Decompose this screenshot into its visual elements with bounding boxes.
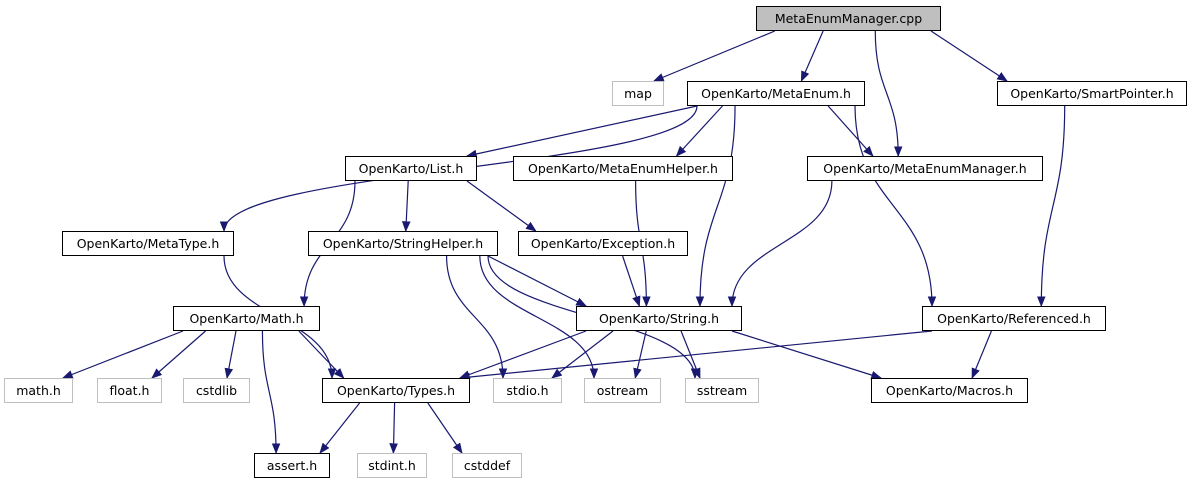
edge-types-to-cstddef (427, 402, 463, 454)
node-label: stdint.h (368, 458, 416, 473)
node-label: cstddef (463, 458, 511, 473)
edge-metaenum-to-string (695, 105, 736, 308)
edge-string-to-ostream (633, 330, 647, 380)
node-smartpointer[interactable]: OpenKarto/SmartPointer.h (997, 81, 1187, 106)
edge-math-to-mathh (61, 330, 184, 379)
node-stdio-h: stdio.h (493, 378, 562, 403)
edge-metaenum-to-metaenummanager (827, 105, 874, 157)
node-label: OpenKarto/Referenced.h (937, 311, 1091, 326)
edge-math-to-floath (151, 330, 206, 379)
edge-string-to-stdioh (551, 330, 614, 379)
node-label: OpenKarto/Macros.h (885, 383, 1014, 398)
node-math[interactable]: OpenKarto/Math.h (173, 306, 320, 331)
edge-metaenum-to-list (465, 105, 698, 159)
node-label: OpenKarto/Exception.h (530, 236, 676, 251)
node-metaenummanager[interactable]: OpenKarto/MetaEnumManager.h (807, 156, 1043, 181)
edge-root-to-smartpointer (930, 30, 1008, 82)
node-label: OpenKarto/String.h (598, 311, 720, 326)
node-label: map (624, 86, 652, 101)
node-label: OpenKarto/MetaEnum.h (701, 86, 851, 101)
node-label: math.h (16, 383, 61, 398)
edge-types-to-stdinth (389, 402, 398, 455)
node-cstdlib: cstdlib (183, 378, 250, 403)
node-cstddef: cstddef (452, 453, 522, 478)
edge-math-to-types (298, 330, 345, 379)
node-label: MetaEnumManager.cpp (774, 11, 923, 26)
node-map: map (612, 81, 664, 106)
edge-metaenum-to-referenced (854, 105, 937, 308)
edge-string-to-macros (731, 330, 883, 380)
node-exception[interactable]: OpenKarto/Exception.h (518, 231, 688, 256)
edge-root-to-metaenummanager (874, 30, 903, 158)
edge-root-to-map (653, 30, 776, 82)
node-root[interactable]: MetaEnumManager.cpp (756, 6, 941, 31)
edge-stringhelper-to-stdioh (445, 255, 508, 380)
node-sstream: sstream (685, 378, 759, 403)
node-label: OpenKarto/Math.h (189, 311, 304, 326)
node-label: OpenKarto/MetaEnumHelper.h (528, 161, 718, 176)
edge-types-to-asserth (319, 402, 361, 454)
edge-smartpointer-to-referenced (1036, 105, 1066, 308)
node-label: OpenKarto/StringHelper.h (322, 236, 484, 251)
node-label: OpenKarto/List.h (358, 161, 464, 176)
node-label: cstdlib (195, 383, 238, 398)
edge-math-to-cstdlib (224, 330, 237, 380)
edge-list-to-stringhelper (401, 180, 411, 233)
node-types[interactable]: OpenKarto/Types.h (322, 378, 470, 403)
node-stringhelper[interactable]: OpenKarto/StringHelper.h (308, 231, 498, 256)
edge-metaenummanager-to-string (727, 180, 833, 308)
node-macros[interactable]: OpenKarto/Macros.h (871, 378, 1028, 403)
edge-exception-to-string (622, 255, 641, 308)
node-label: sstream (696, 383, 748, 398)
node-label: ostream (596, 383, 649, 398)
edge-list-to-exception (466, 180, 537, 232)
node-string[interactable]: OpenKarto/String.h (576, 306, 742, 331)
node-label: stdio.h (506, 383, 549, 398)
edge-string-to-types (458, 330, 587, 379)
edge-root-to-metaenum (800, 30, 824, 82)
node-label: float.h (109, 383, 150, 398)
node-float-h: float.h (97, 378, 162, 403)
edge-math-to-asserth (261, 330, 281, 455)
edge-metaenum-to-metaenumhelper (675, 105, 723, 157)
edge-stringhelper-to-string (487, 255, 587, 307)
node-label: OpenKarto/Types.h (336, 383, 456, 398)
edge-referenced-to-macros (971, 330, 992, 379)
node-ostream: ostream (584, 378, 661, 403)
node-referenced[interactable]: OpenKarto/Referenced.h (922, 306, 1106, 331)
node-metatype[interactable]: OpenKarto/MetaType.h (62, 231, 234, 256)
node-label: OpenKarto/SmartPointer.h (1010, 86, 1174, 101)
edge-stringhelper-to-ostream (479, 255, 599, 380)
node-assert-h[interactable]: assert.h (254, 453, 330, 478)
edge-referenced-to-types (458, 330, 933, 382)
node-label: assert.h (266, 458, 318, 473)
node-label: OpenKarto/MetaEnumManager.h (823, 161, 1027, 176)
node-metaenum[interactable]: OpenKarto/MetaEnum.h (687, 81, 865, 106)
node-metaenumhelper[interactable]: OpenKarto/MetaEnumHelper.h (513, 156, 733, 181)
node-list[interactable]: OpenKarto/List.h (345, 156, 477, 181)
node-math-h: math.h (4, 378, 73, 403)
node-stdint-h: stdint.h (357, 453, 427, 478)
node-label: OpenKarto/MetaType.h (76, 236, 220, 251)
